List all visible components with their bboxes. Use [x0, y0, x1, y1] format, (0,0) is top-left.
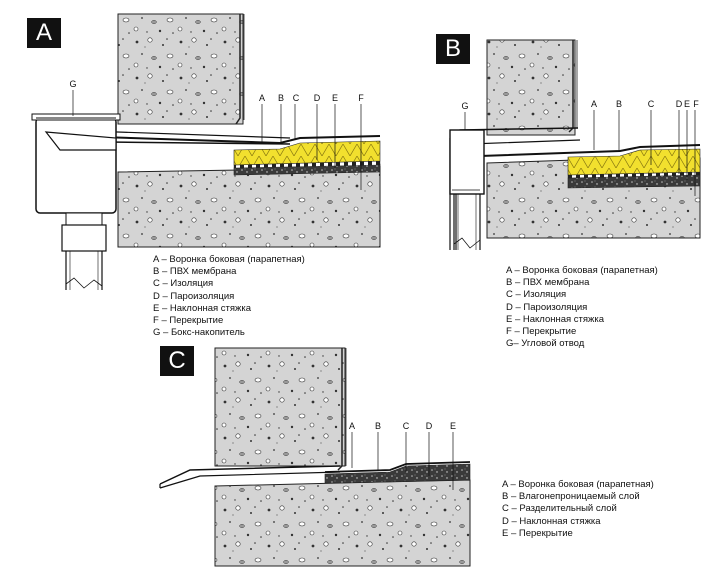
panel-a-callout-d: D	[314, 93, 321, 103]
panel-b-badge: B	[436, 34, 470, 64]
panel-c-parapet	[214, 347, 346, 467]
panel-c-callout-d: D	[426, 421, 433, 431]
legend-item: F – Перекрытие	[506, 326, 577, 338]
panel-a-callout-g: G	[69, 79, 76, 89]
legend-item: E – Перекрытие	[502, 527, 573, 539]
panel-c-callout-a: A	[349, 421, 355, 431]
panel-b-callout-b: B	[616, 99, 622, 109]
panel-b-callout-e: E	[684, 99, 690, 109]
legend-item: A – Воронка боковая (парапетная)	[506, 265, 658, 276]
panel-b-corner-outlet	[449, 129, 485, 195]
panel-c-slab	[214, 479, 471, 567]
panel-b-callout-a: A	[591, 99, 597, 109]
panel-a-callout-e: E	[332, 93, 338, 103]
legend-item: C – Изоляция	[506, 289, 567, 301]
panel-b-parapet	[486, 39, 576, 136]
panel-a-callout-c: C	[293, 93, 300, 103]
legend-item: C – Разделительный слой	[502, 503, 617, 515]
legend-item: E – Наклонная стяжка	[506, 313, 605, 325]
legend-item: A – Воронка боковая (парапетная)	[502, 479, 654, 490]
panel-b-insulation	[567, 148, 701, 176]
legend-item: A – Воронка боковая (парапетная)	[153, 254, 305, 265]
panel-c-callout-e: E	[450, 421, 456, 431]
panel-b-callout-g: G	[461, 101, 468, 111]
panel-c-legend: A – Воронка боковая (парапетная) B – Вла…	[502, 479, 654, 540]
panel-b-legend: A – Воронка боковая (парапетная) B – ПВХ…	[506, 265, 658, 350]
panel-b-callout-f: F	[693, 99, 699, 109]
panel-a-drawing: G A B C D E F	[31, 13, 381, 290]
panel-c-badge: C	[160, 346, 194, 376]
legend-item: C – Изоляция	[153, 278, 214, 290]
panel-c-callout-c: C	[403, 421, 410, 431]
panel-b-drawing: G A B C D E F	[449, 39, 701, 250]
panel-c-screed	[324, 463, 471, 484]
panel-c-callout-b: B	[375, 421, 381, 431]
panel-a-callout-a: A	[259, 93, 265, 103]
legend-item: B – Влагонепроницаемый слой	[502, 491, 640, 503]
panel-b-callout-d: D	[676, 99, 683, 109]
legend-item: D – Пароизоляция	[506, 301, 588, 313]
legend-item: D – Пароизоляция	[153, 290, 235, 302]
panel-a-badge: A	[27, 18, 61, 48]
panel-c-drawing: A B C D E	[159, 347, 471, 567]
legend-item: E – Наклонная стяжка	[153, 302, 252, 314]
panel-a-slab	[117, 165, 381, 248]
legend-item: G – Бокс-накопитель	[153, 327, 245, 339]
panel-a-parapet	[117, 13, 244, 125]
panel-a-callout-f: F	[358, 93, 364, 103]
legend-item: F – Перекрытие	[153, 315, 224, 327]
legend-item: B – ПВХ мембрана	[506, 277, 590, 289]
panel-a-callout-b: B	[278, 93, 284, 103]
legend-item: G– Угловой отвод	[506, 338, 585, 350]
panel-a-legend: A – Воронка боковая (парапетная) B – ПВХ…	[153, 254, 305, 339]
legend-item: D – Наклонная стяжка	[502, 515, 601, 527]
panel-b-callout-c: C	[648, 99, 655, 109]
panel-a-insulation	[233, 140, 381, 166]
legend-item: B – ПВХ мембрана	[153, 266, 237, 278]
